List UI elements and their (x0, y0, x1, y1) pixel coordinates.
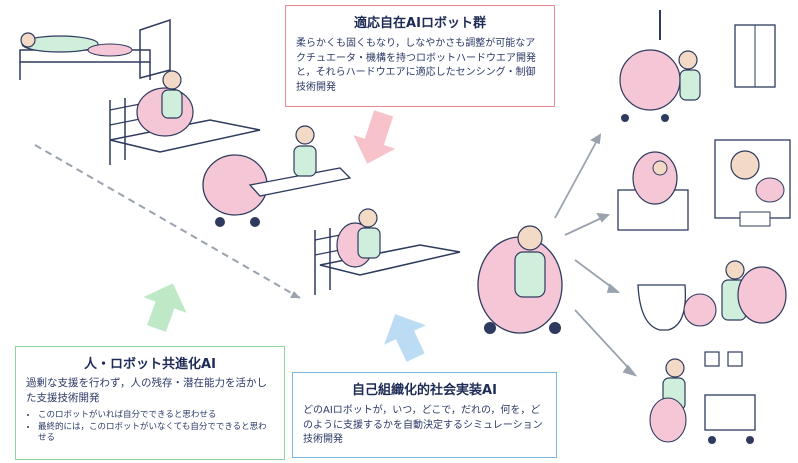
progression-arrowhead (290, 291, 300, 298)
bed-sitting-illustration (109, 70, 261, 165)
pink-arrow (353, 110, 396, 164)
bed-lying-illustration (19, 18, 171, 80)
blue-arrow (384, 314, 426, 362)
adaptive-robot-title: 適応自在AIロボット群 (354, 16, 486, 31)
coevolution-ai-body: 過剰な支援を行わず，人の残存・潜在能力を活かした支援技術開発 (26, 377, 267, 405)
lift-scene-illustration (619, 10, 776, 122)
coevolution-ai-title: 人・ロボット共進化AI (84, 357, 216, 372)
shopping-scene-illustration (649, 351, 756, 444)
green-arrow (143, 283, 187, 332)
meal-scene-illustration (617, 139, 791, 231)
adaptive-robot-box: 適応自在AIロボット群 柔らかくも固くもなり，しなやかさも調整が可能なアクチュエ… (285, 5, 555, 107)
bullet-item: このロボットがいれば自分でできると思わせる (38, 410, 274, 421)
coevolution-ai-bullets: このロボットがいれば自分でできると思わせる 最終的には，このロボットがいなくても… (26, 410, 274, 444)
coevolution-ai-box: 人・ロボット共進化AI 過剰な支援を行わず，人の残存・潜在能力を活かした支援技術… (15, 346, 285, 460)
bed-assisted-illustration (314, 208, 461, 295)
robot-wheelchair-illustration (202, 125, 352, 227)
social-implementation-ai-box: 自己組織化的社会実装AI どのAIロボットが，いつ，どこで，だれの，何を，どのよ… (292, 372, 557, 458)
bullet-item: 最終的には，このロボットがいなくても自分でできると思わせる (38, 422, 274, 445)
central-robot-illustration (477, 225, 563, 334)
progression-dashed-line (34, 144, 301, 299)
adaptive-robot-body: 柔らかくも固くもなり，しなやかさも調整が可能なアクチュエータ・機構を持つロボット… (296, 38, 536, 93)
social-implementation-ai-title: 自己組織化的社会実装AI (352, 383, 497, 398)
toilet-scene-illustration (637, 260, 787, 331)
social-implementation-ai-body: どのAIロボットが，いつ，どこで，だれの，何を，どのように支援するかを自動決定す… (303, 405, 543, 445)
radiating-arrows (554, 133, 638, 377)
